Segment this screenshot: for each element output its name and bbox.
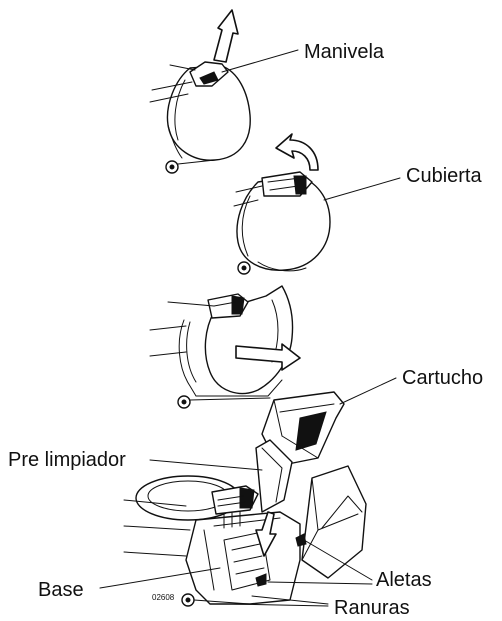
step-2-rotate-cover bbox=[234, 134, 400, 274]
step-3-open-cover bbox=[150, 286, 300, 408]
step-4-remove-cartridge bbox=[100, 378, 396, 606]
figure-code: 02608 bbox=[152, 593, 175, 602]
label-pre-limpiador: Pre limpiador bbox=[8, 449, 126, 471]
up-arrow-icon bbox=[214, 10, 238, 62]
label-cubierta: Cubierta bbox=[406, 165, 482, 187]
cover-side bbox=[302, 466, 366, 578]
label-ranuras: Ranuras bbox=[334, 597, 410, 619]
label-cartucho: Cartucho bbox=[402, 367, 483, 389]
rotate-arrow-icon bbox=[276, 134, 318, 170]
base-housing bbox=[186, 512, 300, 604]
label-base: Base bbox=[38, 579, 84, 601]
label-manivela: Manivela bbox=[304, 41, 385, 63]
label-aletas: Aletas bbox=[376, 569, 432, 591]
